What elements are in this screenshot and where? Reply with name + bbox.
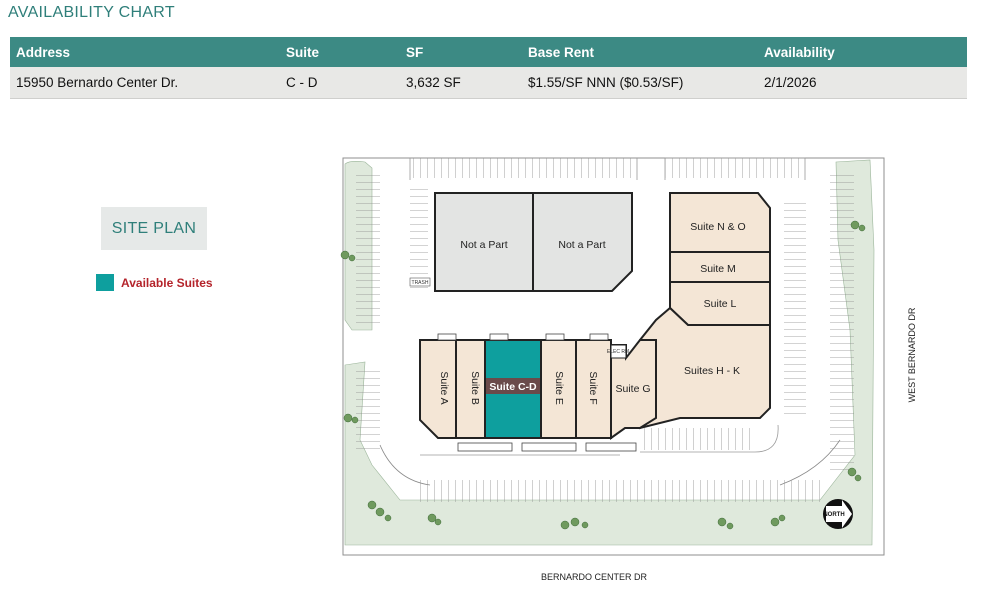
label-not-a-part-1: Not a Part [460, 239, 507, 251]
cell-sf: 3,632 SF [400, 67, 522, 99]
label-suite-e: Suite E [553, 371, 565, 405]
label-suite-l: Suite L [704, 298, 737, 310]
label-suite-a: Suite A [438, 371, 450, 404]
cell-availability: 2/1/2026 [758, 67, 967, 99]
column-header-address: Address [10, 37, 280, 67]
cell-suite: C - D [280, 67, 400, 99]
legend-label: Available Suites [121, 275, 213, 290]
table-header-row: Address Suite SF Base Rent Availability [10, 37, 967, 67]
road-label-west-bernardo: WEST BERNARDO DR [907, 307, 917, 402]
label-suite-c-d: Suite C-D [489, 381, 537, 393]
building-not-a-part [434, 192, 633, 292]
parking-stalls [356, 158, 854, 502]
label-trash: TRASH [412, 280, 429, 286]
legend: Available Suites [96, 274, 213, 291]
label-suite-g: Suite G [615, 383, 650, 395]
column-header-availability: Availability [758, 37, 967, 67]
available-swatch [96, 274, 114, 291]
label-suite-m: Suite M [700, 263, 736, 275]
north-label: NORTH [823, 512, 844, 518]
availability-table: Address Suite SF Base Rent Availability … [10, 37, 967, 99]
column-header-suite: Suite [280, 37, 400, 67]
walkway-markers [437, 333, 637, 452]
label-not-a-part-2: Not a Part [558, 239, 605, 251]
label-suite-b: Suite B [469, 371, 481, 405]
availability-chart-title: AVAILABILITY CHART [8, 4, 175, 21]
column-header-sf: SF [400, 37, 522, 67]
north-arrow-icon [823, 499, 853, 529]
building-right [639, 192, 771, 430]
column-header-base-rent: Base Rent [522, 37, 758, 67]
label-suite-n-o: Suite N & O [690, 221, 745, 233]
cell-base-rent: $1.55/SF NNN ($0.53/SF) [522, 67, 758, 99]
tree-icons [340, 220, 866, 530]
cell-address: 15950 Bernardo Center Dr. [10, 67, 280, 99]
drive-aisles [409, 157, 806, 456]
label-elec-room: ELEC RM [607, 349, 629, 355]
building-bottom [419, 339, 657, 440]
road-label-bernardo-center: BERNARDO CENTER DR [541, 572, 648, 582]
site-plan-label: SITE PLAN [101, 207, 207, 250]
table-row: 15950 Bernardo Center Dr. C - D 3,632 SF… [10, 67, 967, 99]
label-suite-f: Suite F [587, 371, 599, 404]
label-suites-h-k: Suites H - K [684, 365, 740, 377]
